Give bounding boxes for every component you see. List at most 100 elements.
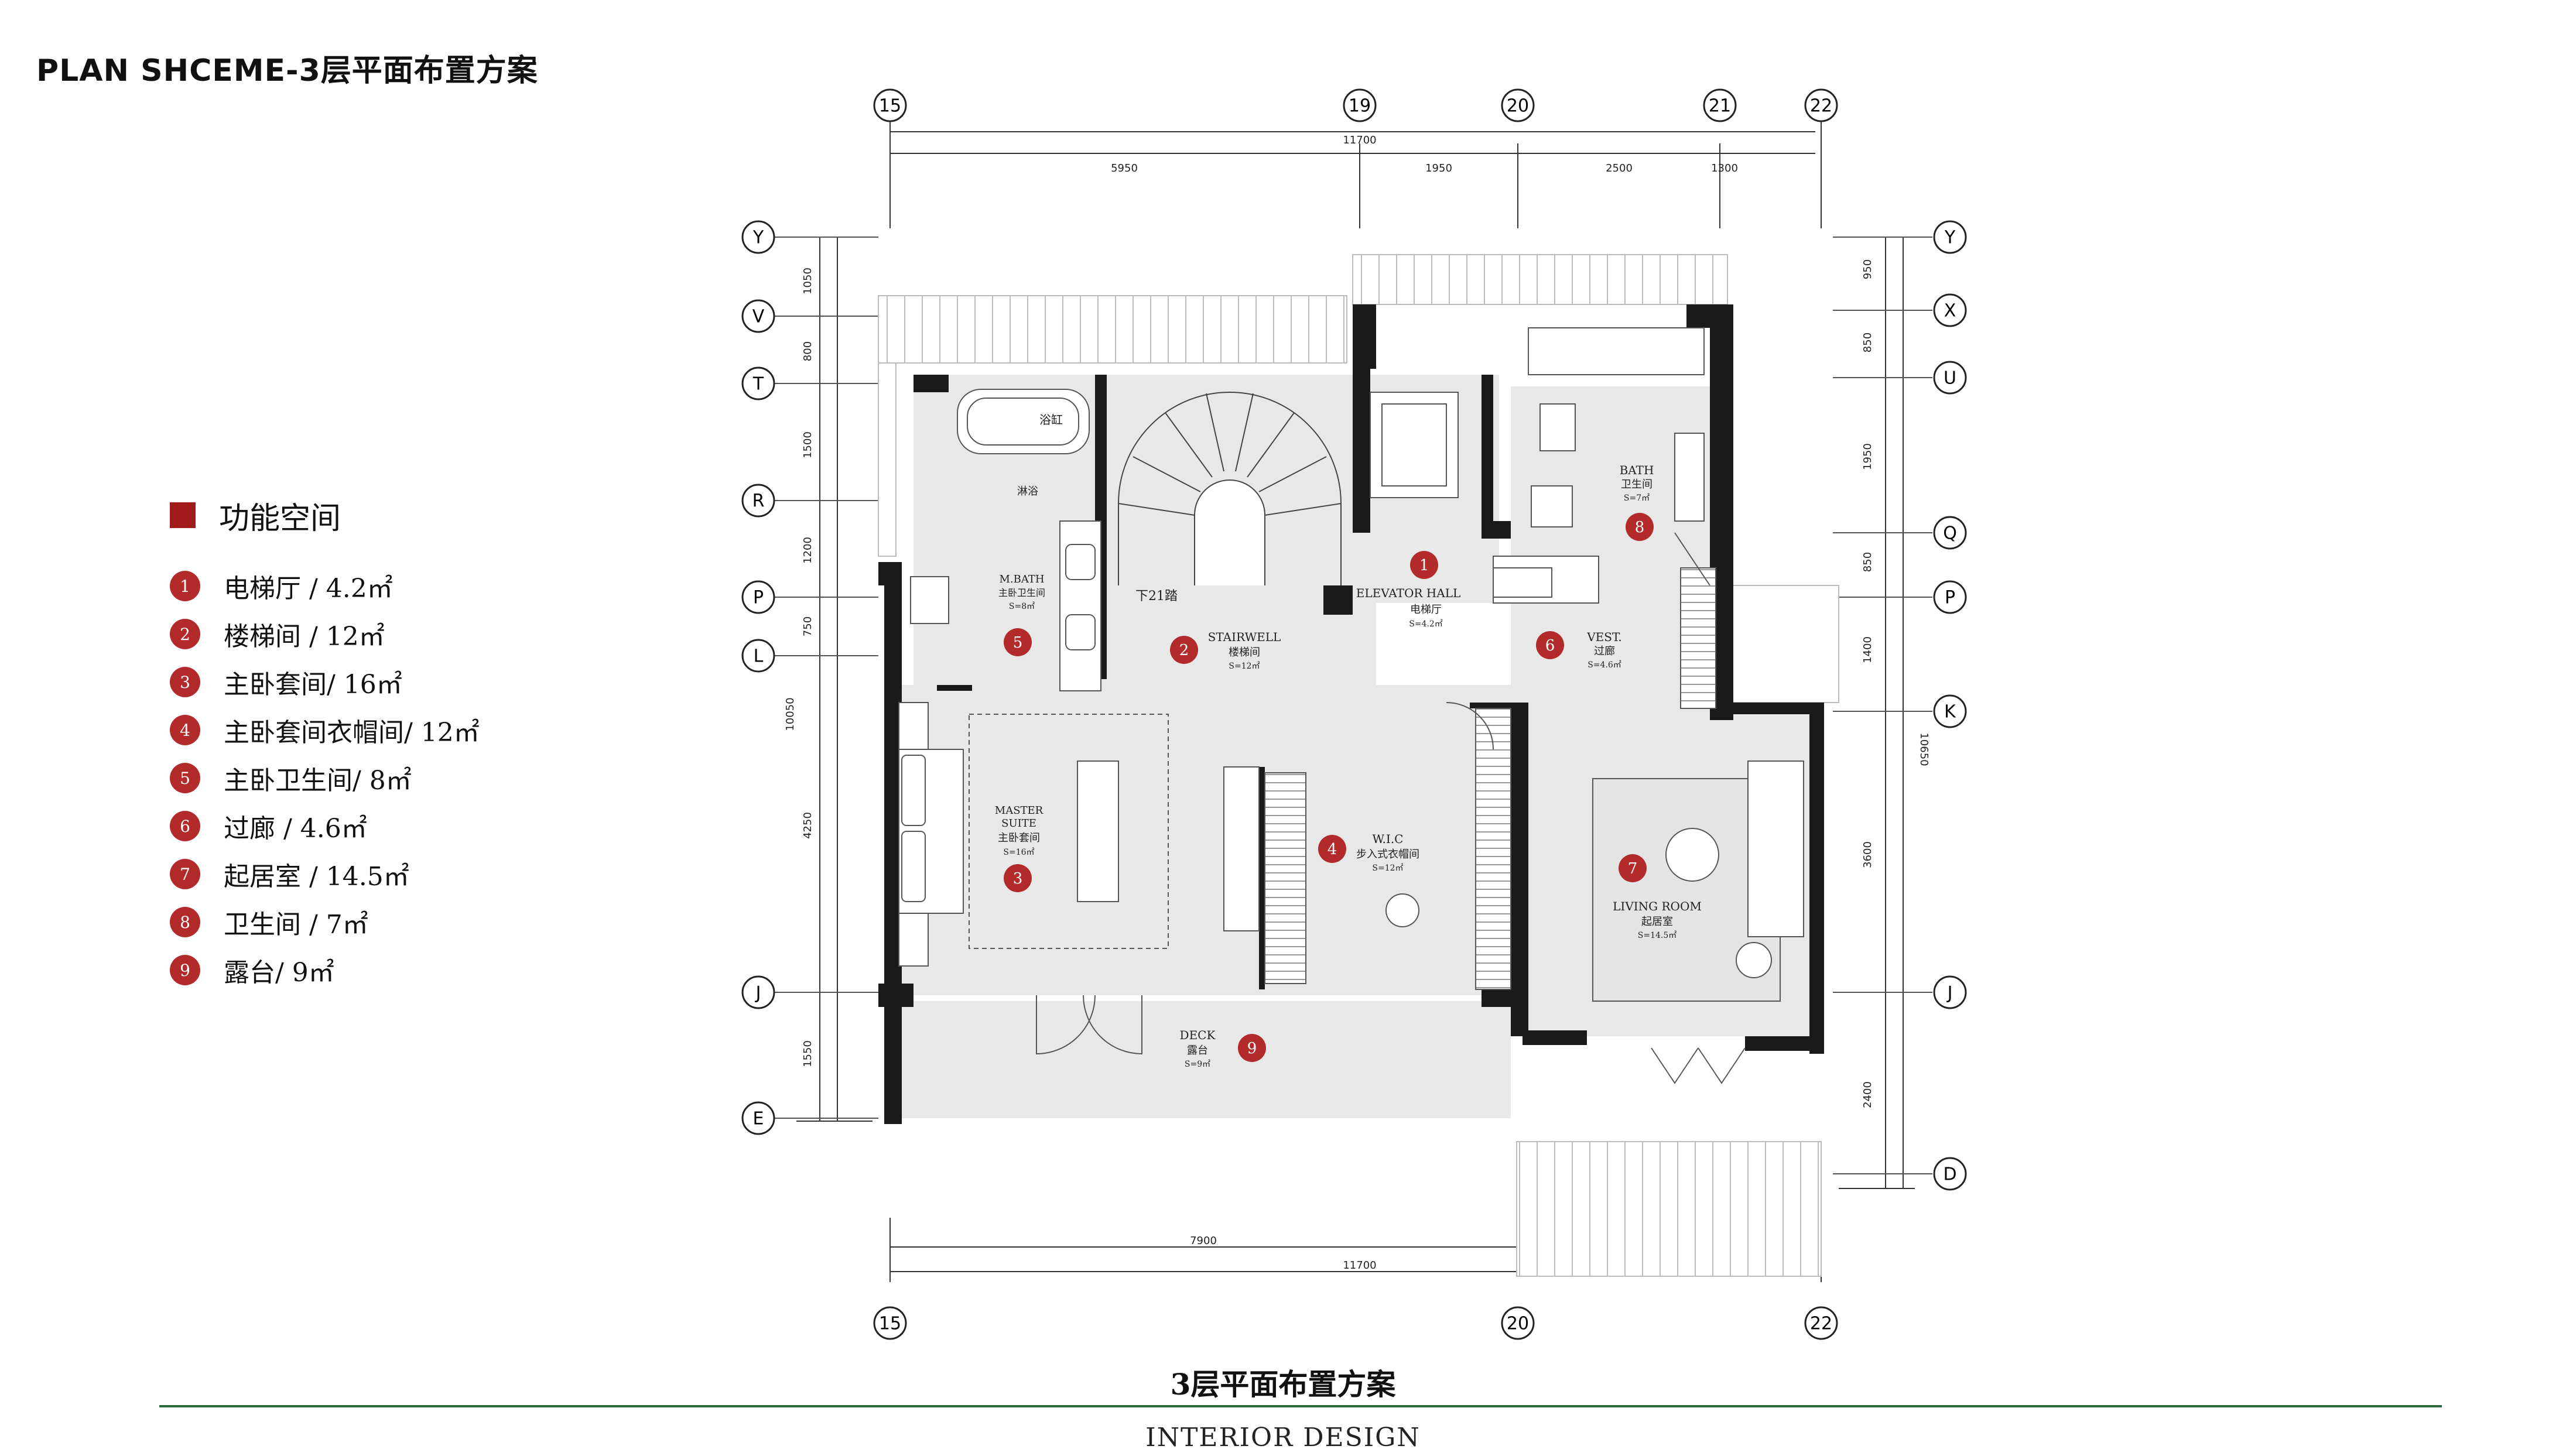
room-en: SUITE — [1001, 817, 1036, 830]
grid-bubble: J — [1933, 975, 1967, 1009]
walls — [878, 304, 1824, 1124]
dim-top-seg: 5950 — [1111, 162, 1138, 174]
room-marker: 9 — [1238, 1034, 1266, 1062]
dim-right-seg: 2400 — [1862, 1081, 1874, 1108]
grid-axis-lines — [773, 237, 1932, 1174]
room-cn: 卫生间 — [1621, 478, 1652, 491]
grid-bubbles: 15 19 20 21 22 15 20 22 Y V T R P L J E … — [741, 88, 1967, 1340]
bathtub-label: 浴缸 — [1039, 413, 1063, 427]
grid-bubble: Q — [1933, 516, 1967, 550]
dim-bottom-seg: 7900 — [1190, 1235, 1217, 1247]
grid-bubble: 22 — [1804, 88, 1838, 122]
svg-text:Y: Y — [752, 228, 764, 248]
svg-text:5: 5 — [1013, 634, 1023, 652]
room-en: M.BATH — [999, 573, 1044, 585]
dim-right-seg: 850 — [1862, 552, 1874, 572]
dim-left-seg: 1050 — [802, 268, 814, 294]
room-cn: 主卧套间 — [998, 832, 1040, 844]
legend-label: 主卧套间衣帽间/ 12㎡ — [224, 718, 480, 748]
room-area: S=14.5㎡ — [1638, 931, 1677, 940]
room-marker: 8 — [1626, 513, 1654, 541]
dimension-labels: 11700 5950 1950 2500 1300 7900 3800 1170… — [784, 134, 1930, 1272]
grid-bubble: X — [1933, 293, 1967, 327]
room-marker: 2 — [1170, 636, 1198, 664]
plan-caption: 3层平面布置方案 — [1170, 1367, 1396, 1402]
grid-bubble: D — [1933, 1157, 1967, 1191]
dim-left-seg: 800 — [802, 341, 814, 361]
room-cn: 步入式衣帽间 — [1356, 848, 1419, 861]
svg-text:D: D — [1943, 1164, 1956, 1185]
dim-right-seg: 1400 — [1862, 636, 1874, 663]
grid-bubble: U — [1933, 361, 1967, 395]
grid-bubble: 15 — [873, 1306, 907, 1340]
room-marker: 4 — [1318, 835, 1346, 863]
footer-rule — [159, 1405, 2442, 1407]
room-en: W.I.C — [1373, 832, 1404, 846]
dim-right-seg: 850 — [1862, 333, 1874, 352]
svg-text:22: 22 — [1810, 96, 1832, 117]
legend-label: 露台/ 9㎡ — [224, 958, 334, 988]
dim-right-seg: 950 — [1862, 259, 1874, 279]
dim-top-seg: 2500 — [1606, 162, 1633, 174]
grid-bubble: V — [741, 299, 775, 333]
spiral-staircase — [1118, 392, 1342, 585]
dim-left-total: 10050 — [784, 697, 796, 731]
svg-text:2: 2 — [1179, 642, 1189, 659]
svg-text:V: V — [752, 307, 765, 327]
svg-text:22: 22 — [1810, 1314, 1832, 1334]
fixtures — [898, 327, 1804, 1002]
dim-bottom-total: 11700 — [1343, 1259, 1376, 1272]
grid-bubble: K — [1933, 694, 1967, 728]
svg-text:J: J — [755, 983, 761, 1003]
dim-left-seg: 1500 — [802, 431, 814, 458]
legend-number: 6 — [170, 811, 200, 841]
svg-text:R: R — [752, 491, 765, 512]
room-area: S=4.2㎡ — [1409, 619, 1443, 629]
legend-swatch — [170, 502, 196, 528]
svg-text:P: P — [1945, 588, 1955, 608]
grid-bubble: T — [741, 366, 775, 400]
room-marker: 6 — [1536, 631, 1564, 659]
svg-text:6: 6 — [1545, 637, 1555, 655]
svg-text:15: 15 — [879, 1314, 901, 1334]
room-en: STAIRWELL — [1208, 630, 1281, 644]
svg-text:3: 3 — [1013, 870, 1023, 888]
grid-bubble: Y — [1933, 220, 1967, 254]
room-marker: 3 — [1004, 864, 1032, 892]
room-cn: 过廊 — [1594, 645, 1615, 657]
legend-label: 电梯厅 / 4.2㎡ — [224, 574, 393, 604]
svg-text:Q: Q — [1943, 523, 1957, 544]
room-labels: ELEVATOR HALL 电梯厅 S=4.2㎡ STAIRWELL 楼梯间 S… — [995, 413, 1702, 1069]
room-area: S=16㎡ — [1003, 848, 1034, 857]
room-cn: 露台 — [1187, 1044, 1208, 1057]
svg-text:U: U — [1944, 368, 1956, 389]
grid-bubble: J — [741, 975, 775, 1009]
legend-label: 起居室 / 14.5㎡ — [224, 862, 409, 892]
grid-bubble: P — [1933, 580, 1967, 614]
legend-label: 卫生间 / 7㎡ — [224, 910, 368, 940]
dim-left-seg: 750 — [802, 616, 814, 636]
legend-label: 楼梯间 / 12㎡ — [224, 622, 385, 652]
room-markers: 1 2 3 4 5 6 7 8 9 — [1004, 513, 1654, 1062]
svg-text:9: 9 — [1247, 1040, 1257, 1057]
room-area: S=8㎡ — [1009, 602, 1035, 611]
svg-text:T: T — [752, 374, 764, 395]
dim-left-seg: 1550 — [802, 1040, 814, 1067]
svg-text:L: L — [754, 646, 764, 667]
dim-top-seg: 1300 — [1711, 162, 1738, 174]
room-area: S=12㎡ — [1229, 662, 1260, 671]
grid-bubble: 20 — [1501, 88, 1535, 122]
room-en: BATH — [1620, 463, 1654, 477]
svg-text:7: 7 — [1628, 860, 1638, 878]
exterior-screens — [878, 254, 1839, 1277]
room-marker: 5 — [1004, 628, 1032, 656]
room-en: LIVING ROOM — [1613, 899, 1702, 913]
room-cn: 主卧卫生间 — [998, 587, 1045, 598]
